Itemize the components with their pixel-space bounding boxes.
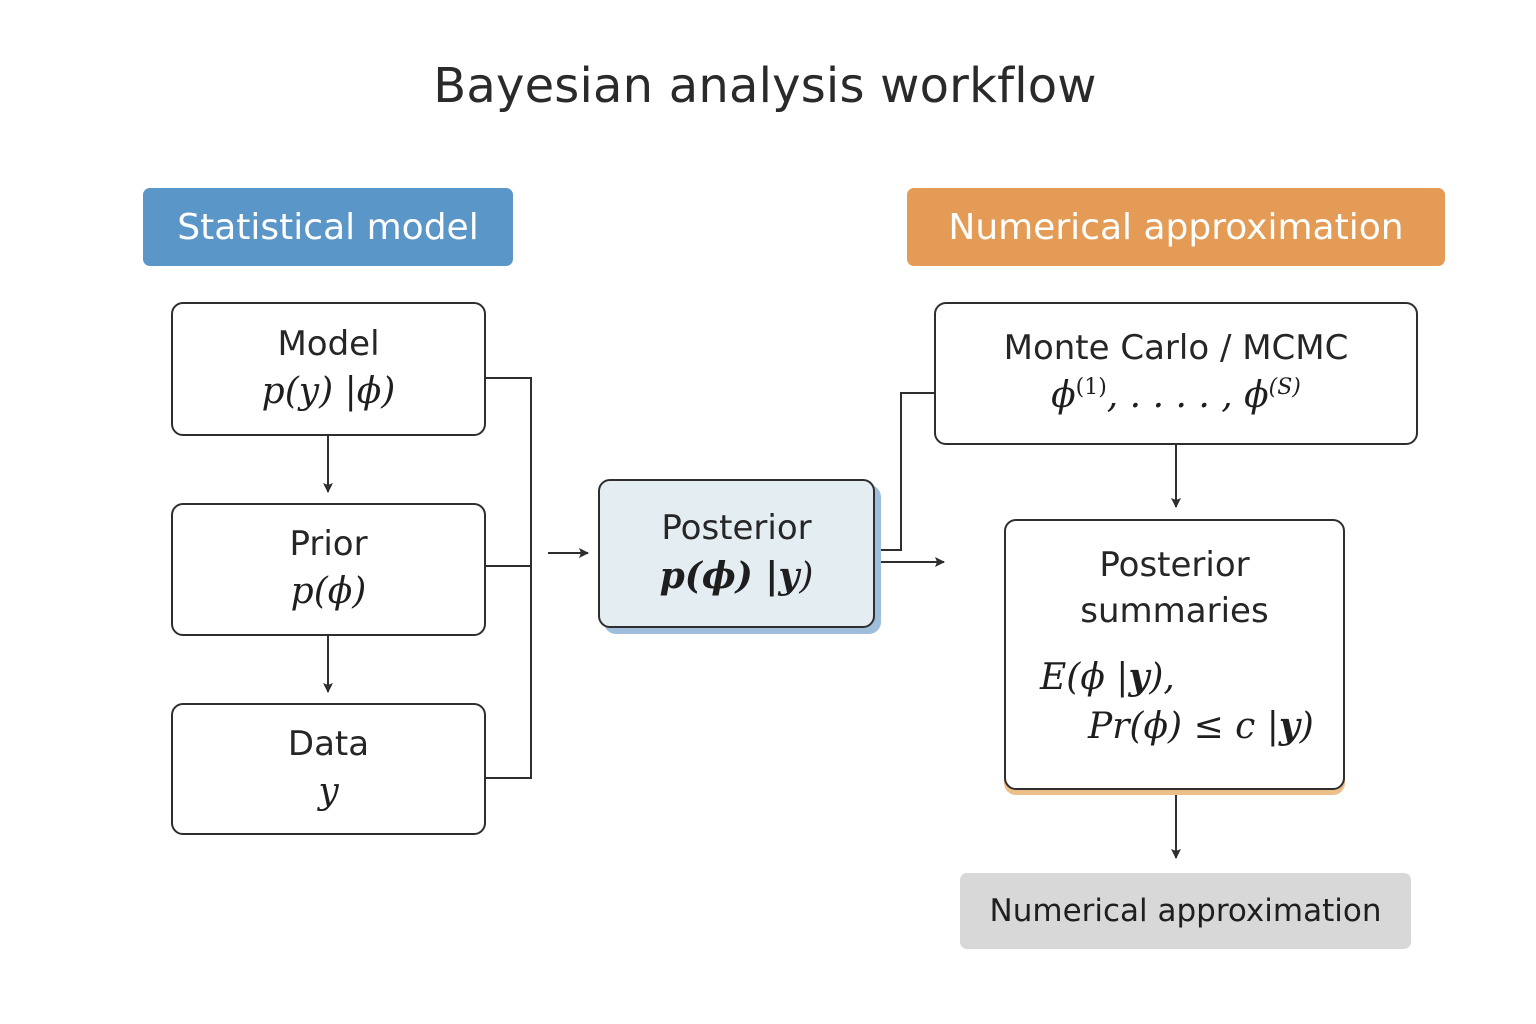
mcmc-sup-first: (1) <box>1075 375 1107 401</box>
prior-formula: p(ϕ) <box>290 571 367 613</box>
mcmc-sample-ellipsis: , . . . . , ϕ <box>1106 375 1269 417</box>
summaries-probability-formula: Pr(ϕ) ≤ c |y) <box>1006 702 1343 752</box>
data-formula: y <box>318 770 339 812</box>
data-label: Data <box>287 723 370 764</box>
edge-posterior-to-mcmc <box>877 392 934 551</box>
numerical-approximation-header: Numerical approximation <box>907 188 1445 266</box>
summaries-label-line1: Posterior <box>1099 545 1250 585</box>
mcmc-node: Monte Carlo / MCMC ϕ(1), . . . . , ϕ(S) <box>934 302 1418 445</box>
expectation-y: y <box>1128 655 1150 698</box>
prior-label: Prior <box>289 524 368 565</box>
summaries-expectation-formula: E(ϕ |y), <box>1006 653 1343 703</box>
probability-close: ) <box>1299 706 1314 748</box>
posterior-formula-close: ) <box>799 555 814 597</box>
data-node: Data y <box>171 703 486 835</box>
probability-y: y <box>1278 705 1300 748</box>
numerical-approximation-footer: Numerical approximation <box>960 873 1411 949</box>
posterior-formula-y: y <box>778 554 800 597</box>
edge-model-to-bus <box>486 377 532 779</box>
summaries-label-line2: summaries <box>1080 590 1269 631</box>
mcmc-sup-last: (S) <box>1268 375 1301 401</box>
mcmc-label: Monte Carlo / MCMC <box>1003 328 1349 369</box>
mcmc-formula: ϕ(1), . . . . , ϕ(S) <box>1051 372 1301 421</box>
model-label: Model <box>277 323 380 364</box>
posterior-formula-part: p(ϕ) | <box>659 554 779 597</box>
posterior-summaries-node: Posterior summaries E(ϕ |y), Pr(ϕ) ≤ c |… <box>1004 519 1345 790</box>
posterior-label: Posterior <box>661 507 812 548</box>
diagram-title: Bayesian analysis workflow <box>433 58 1097 114</box>
posterior-node: Posterior p(ϕ) |y) <box>598 479 875 628</box>
model-node: Model p(y) |ϕ) <box>171 302 486 436</box>
expectation-close: ), <box>1149 656 1175 698</box>
expectation-part: E(ϕ | <box>1040 656 1129 698</box>
posterior-formula: p(ϕ) |y) <box>660 552 814 602</box>
mcmc-sample-first: ϕ <box>1051 375 1076 417</box>
probability-part: Pr(ϕ) ≤ c | <box>1088 706 1279 748</box>
prior-node: Prior p(ϕ) <box>171 503 486 636</box>
statistical-model-header: Statistical model <box>143 188 513 266</box>
model-formula: p(y) |ϕ) <box>261 370 396 412</box>
